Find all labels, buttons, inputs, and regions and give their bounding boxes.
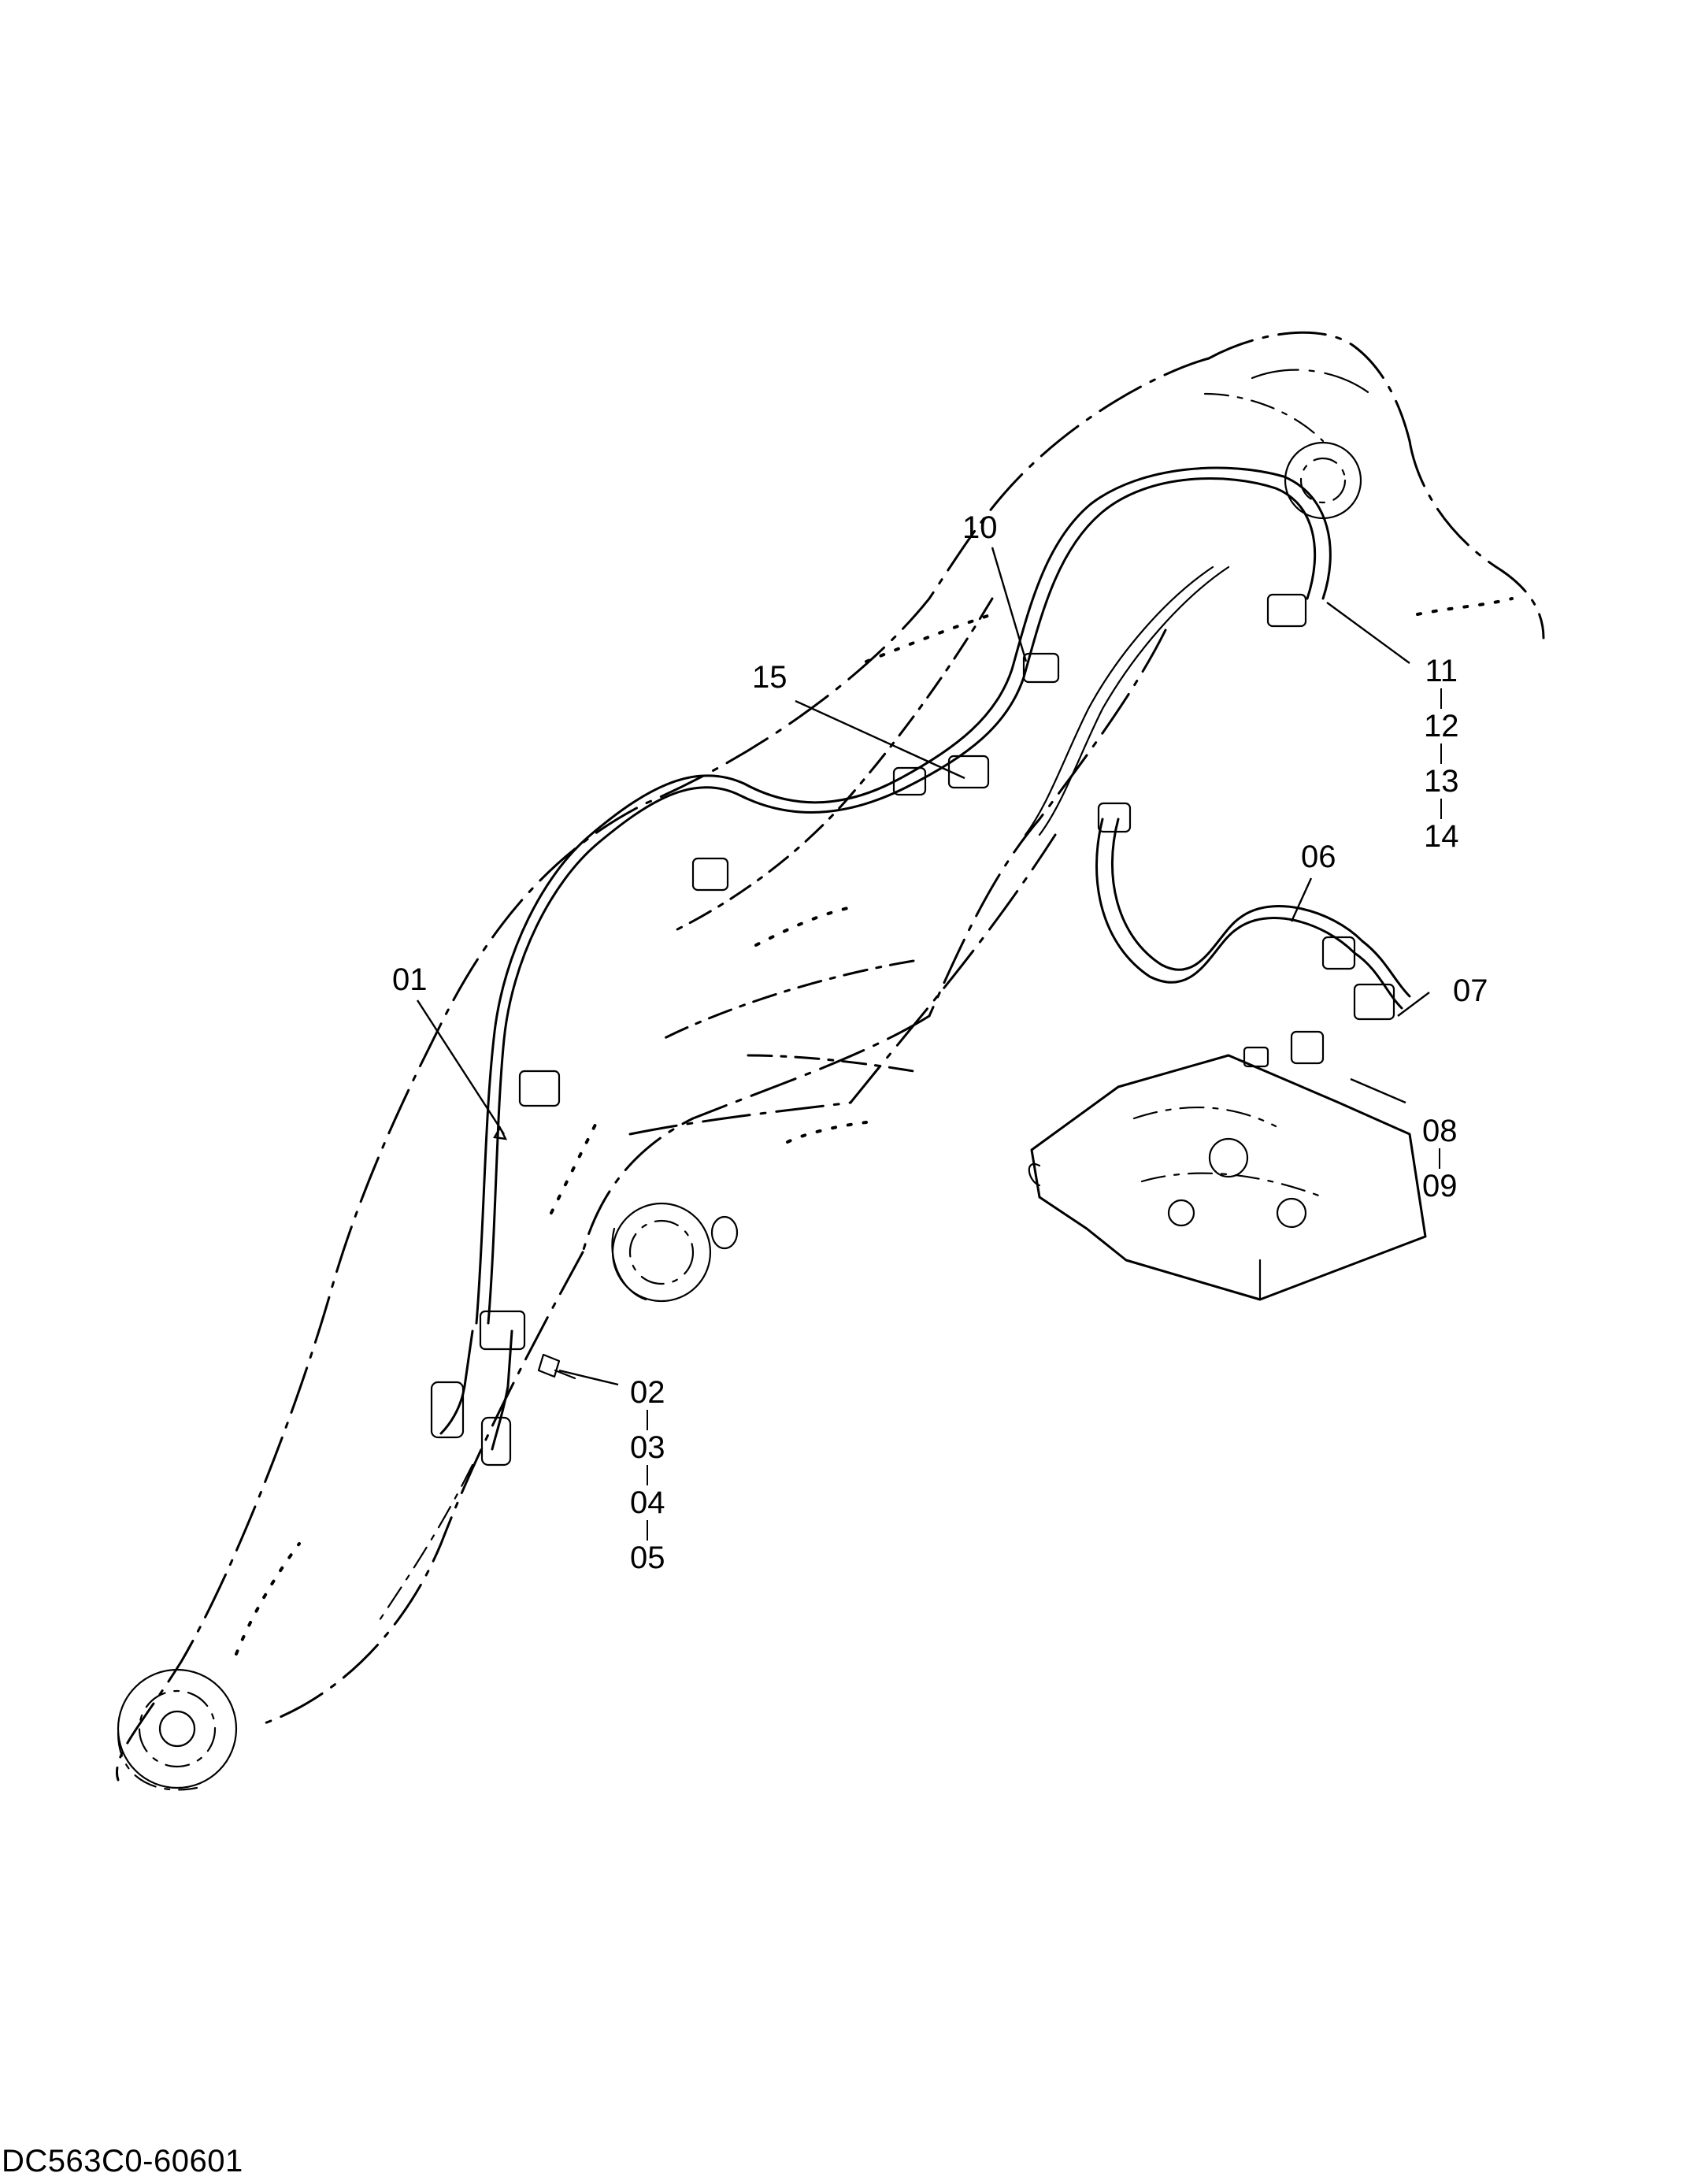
hose-01 xyxy=(475,466,1332,1325)
callout-14: 14 xyxy=(1424,819,1459,854)
boom-outline xyxy=(116,331,1545,1782)
callout-05: 05 xyxy=(630,1541,665,1575)
detail-dots xyxy=(235,597,1514,1656)
callout-separator xyxy=(647,1410,649,1430)
callout-separator xyxy=(1440,743,1443,764)
boom-nose-pin xyxy=(117,1668,238,1791)
callout-stack-11-14: 11 12 13 14 xyxy=(1424,654,1459,854)
control-valve xyxy=(1028,1046,1427,1301)
callout-09: 09 xyxy=(1422,1169,1458,1203)
callout-10: 10 xyxy=(962,510,998,545)
callout-12: 12 xyxy=(1424,709,1459,743)
drawing-code: DC563C0-60601 xyxy=(2,2144,243,2178)
callout-15: 15 xyxy=(752,660,788,695)
lower-fittings xyxy=(376,1329,576,1624)
boom-foot-pin xyxy=(611,1202,739,1303)
callout-03: 03 xyxy=(630,1430,665,1465)
boom-top-pin xyxy=(1203,369,1372,520)
hose-06 xyxy=(1095,818,1411,1065)
callout-04: 04 xyxy=(630,1485,665,1520)
hose-clamps xyxy=(479,593,1307,1351)
callout-separator xyxy=(647,1465,649,1485)
callout-separator xyxy=(1440,799,1443,819)
callout-06: 06 xyxy=(1301,840,1336,874)
callout-07: 07 xyxy=(1453,973,1488,1008)
callout-separator xyxy=(1440,688,1443,709)
callout-02: 02 xyxy=(630,1375,665,1410)
callout-11: 11 xyxy=(1425,654,1458,688)
leader-lines xyxy=(416,547,1430,1386)
callout-stack-02-05: 02 03 04 05 xyxy=(630,1375,665,1575)
callout-01: 01 xyxy=(392,962,428,997)
callout-13: 13 xyxy=(1424,764,1459,799)
callout-separator xyxy=(1439,1148,1441,1169)
callout-08: 08 xyxy=(1422,1114,1458,1148)
callout-stack-08-09: 08 09 xyxy=(1422,1114,1458,1203)
callout-separator xyxy=(647,1520,649,1541)
